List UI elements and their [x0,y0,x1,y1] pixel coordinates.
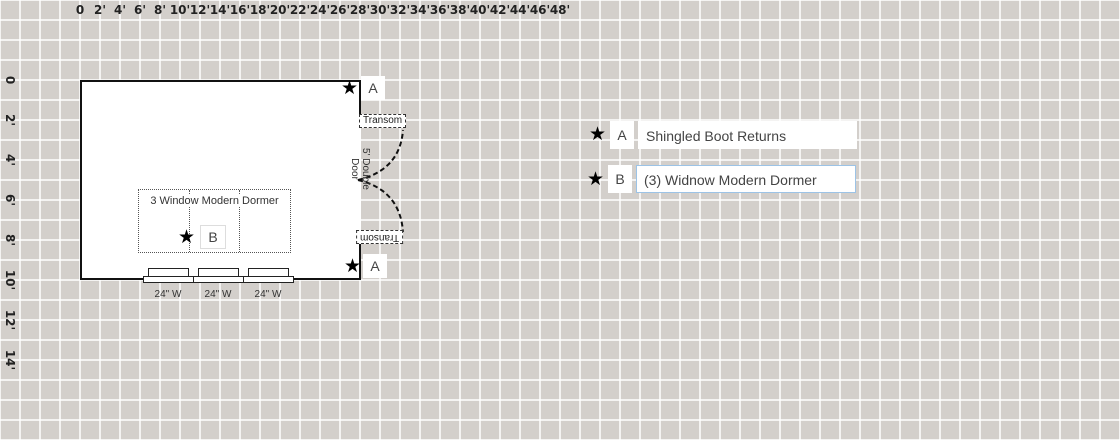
x-ruler-label: 14' [209,3,231,17]
x-ruler-label: 32' [389,3,411,17]
star-icon[interactable]: ★ [178,227,196,248]
y-ruler-label: 2' [3,113,17,127]
star-icon: ★ [587,169,605,190]
window-label: 24" W [204,289,232,300]
y-ruler-label: 8' [3,233,17,247]
x-ruler-label: 8' [153,3,167,17]
x-ruler-label: 44' [509,3,531,17]
x-ruler-label: 10' [169,3,191,17]
legend-a-input[interactable]: Shingled Boot Returns [638,121,857,149]
window[interactable] [193,276,244,283]
x-ruler-label: 2' [93,3,107,17]
x-ruler-label: 36' [429,3,451,17]
window[interactable] [143,276,194,283]
legend-b-letter: B [608,165,632,193]
x-ruler-label: 30' [369,3,391,17]
x-ruler-label: 48' [549,3,571,17]
x-ruler-label: 34' [409,3,431,17]
dormer-label: 3 Window Modern Dormer [142,195,287,207]
x-ruler-label: 4' [113,3,127,17]
y-ruler-label: 6' [3,193,17,207]
window-label: 24" W [154,289,182,300]
marker-a-label[interactable]: A [361,76,385,100]
x-ruler-label: 46' [529,3,551,17]
x-ruler-label: 38' [449,3,471,17]
x-ruler-label: 12' [189,3,211,17]
star-icon[interactable]: ★ [341,78,359,99]
dormer-frame[interactable]: 3 Window Modern Dormer [138,189,291,253]
window[interactable] [243,276,294,283]
x-ruler-label: 16' [229,3,251,17]
x-ruler-label: 42' [489,3,511,17]
x-ruler-label: 0 [75,3,85,17]
y-ruler-label: 10' [3,269,17,291]
transom-top[interactable]: Transom [359,114,407,128]
x-ruler-label: 22' [289,3,311,17]
y-ruler-label: 14' [3,349,17,371]
x-ruler-label: 18' [249,3,271,17]
y-ruler-label: 12' [3,309,17,331]
door-label: 5' Double Door [349,148,371,190]
legend-a-letter: A [610,121,634,149]
x-ruler-label: 24' [309,3,331,17]
legend-b-input[interactable]: (3) Widnow Modern Dormer [636,165,856,193]
y-ruler-label: 0 [3,75,17,85]
marker-b-label[interactable]: B [200,225,226,249]
x-ruler-label: 20' [269,3,291,17]
x-ruler-label: 26' [329,3,351,17]
y-ruler-label: 4' [3,153,17,167]
x-ruler-label: 6' [133,3,147,17]
star-icon: ★ [589,124,607,145]
transom-bottom[interactable]: Transom [356,230,404,244]
marker-a-label[interactable]: A [363,254,387,278]
x-ruler-label: 28' [349,3,371,17]
star-icon[interactable]: ★ [344,256,362,277]
window-label: 24" W [254,289,282,300]
x-ruler-label: 40' [469,3,491,17]
door-swing-icon [357,129,404,233]
